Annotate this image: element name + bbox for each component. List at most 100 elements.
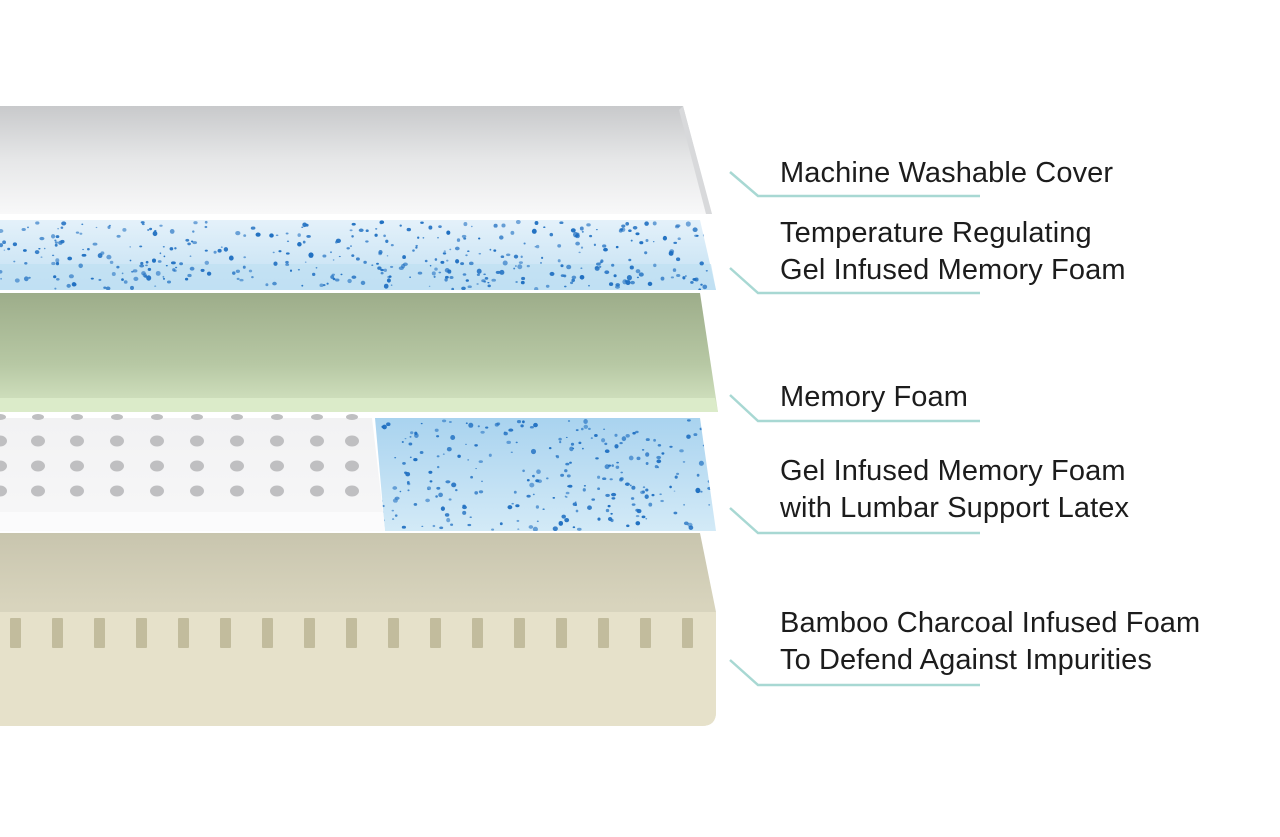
gel-speckle	[570, 442, 575, 446]
latex-hole	[311, 414, 323, 420]
gel-speckle	[111, 272, 116, 276]
gel-speckle	[409, 436, 412, 438]
latex-hole	[150, 460, 164, 472]
gel-speckle	[604, 442, 608, 446]
gel-speckle	[594, 434, 598, 437]
gel-speckle	[439, 526, 444, 530]
gel-speckle	[502, 260, 508, 266]
gel-speckle	[189, 266, 195, 271]
gel-speckle	[614, 444, 619, 449]
gel-speckle	[521, 276, 526, 281]
gel-speckle	[587, 505, 592, 510]
latex-hole	[71, 414, 83, 420]
gel-speckle	[580, 267, 583, 270]
gel-speckle	[443, 250, 446, 252]
gel-speckle	[660, 499, 664, 503]
gel-speckle	[572, 526, 576, 529]
gel-speckle	[688, 525, 694, 530]
gel-speckle	[3, 249, 6, 251]
gel-speckle	[66, 283, 71, 288]
gel-speckle	[672, 268, 677, 272]
latex-hole	[230, 435, 244, 447]
gel-speckle	[0, 229, 4, 233]
gel-speckle	[386, 255, 389, 257]
gel-speckle	[529, 482, 535, 488]
gel-speckle	[21, 227, 26, 232]
gel-speckle	[645, 239, 649, 242]
gel-speckle	[542, 508, 545, 510]
gel-speckle	[179, 262, 184, 266]
gel-speckle	[90, 277, 94, 280]
gel-speckle	[346, 247, 350, 250]
base-slot	[556, 618, 567, 648]
leader-line-memory-foam	[729, 394, 980, 423]
gel-speckle	[522, 420, 525, 424]
lumbar-gel-section	[375, 418, 716, 531]
gel-speckle	[445, 480, 451, 484]
gel-speckle	[487, 284, 491, 288]
gel-speckle	[322, 254, 327, 258]
gel-speckle	[622, 279, 628, 285]
latex-hole	[150, 435, 164, 447]
base-slot	[304, 618, 315, 648]
gel-speckle	[380, 268, 384, 272]
gel-speckle	[269, 233, 274, 238]
gel-speckle	[302, 240, 306, 244]
gel-speckle	[493, 249, 497, 252]
gel-speckle	[417, 236, 420, 239]
label-memory-foam-line-1: Memory Foam	[780, 381, 969, 413]
gel-speckle	[496, 422, 501, 426]
gel-speckle	[427, 488, 430, 490]
gel-speckle	[703, 225, 708, 229]
gel-speckle	[206, 271, 212, 276]
gel-speckle	[43, 247, 46, 250]
gel-speckle	[615, 245, 619, 249]
gel-speckle	[631, 485, 636, 490]
gel-speckle	[408, 442, 413, 446]
gel-speckle	[469, 516, 472, 518]
gel-speckle	[446, 517, 451, 523]
gel-speckle	[511, 502, 514, 505]
gel-speckle	[404, 437, 407, 440]
gel-speckle	[626, 274, 632, 281]
gel-speckle	[576, 527, 582, 531]
gel-speckle	[631, 503, 636, 506]
layer-gel-foam	[0, 220, 716, 290]
gel-speckle	[569, 446, 574, 452]
gel-speckle	[468, 422, 474, 428]
gel-speckle	[140, 261, 144, 265]
gel-speckle	[467, 285, 472, 289]
gel-speckle	[632, 226, 638, 230]
gel-speckle	[645, 488, 649, 492]
gel-speckle	[474, 491, 479, 495]
gel-speckle	[272, 251, 275, 254]
gel-speckle	[579, 226, 584, 231]
gel-speckle	[133, 276, 139, 282]
gel-speckle	[545, 284, 550, 288]
gel-speckle	[326, 282, 329, 285]
latex-hole	[32, 414, 44, 420]
gel-speckle	[669, 485, 672, 489]
gel-speckle	[594, 266, 600, 271]
gel-speckle	[641, 515, 646, 519]
gel-speckle	[56, 277, 60, 281]
gel-speckle	[12, 242, 18, 247]
gel-speckle	[451, 482, 457, 488]
gel-speckle	[451, 287, 455, 290]
gel-speckle	[575, 241, 580, 246]
gel-speckle	[437, 236, 439, 239]
base-slot	[640, 618, 651, 648]
gel-speckle	[557, 259, 561, 263]
gel-speckle	[81, 253, 87, 257]
gel-speckle	[476, 273, 480, 276]
gel-speckle	[580, 246, 584, 249]
gel-speckle	[513, 254, 519, 259]
gel-speckle	[630, 239, 633, 242]
latex-hole	[190, 485, 204, 497]
gel-speckle	[526, 264, 530, 268]
gel-speckle	[702, 232, 709, 238]
label-charcoal-base: Bamboo Charcoal Infused Foam To Defend A…	[780, 605, 1200, 679]
gel-speckle	[696, 473, 700, 477]
gel-speckle	[410, 431, 414, 435]
gel-speckle	[707, 480, 711, 483]
